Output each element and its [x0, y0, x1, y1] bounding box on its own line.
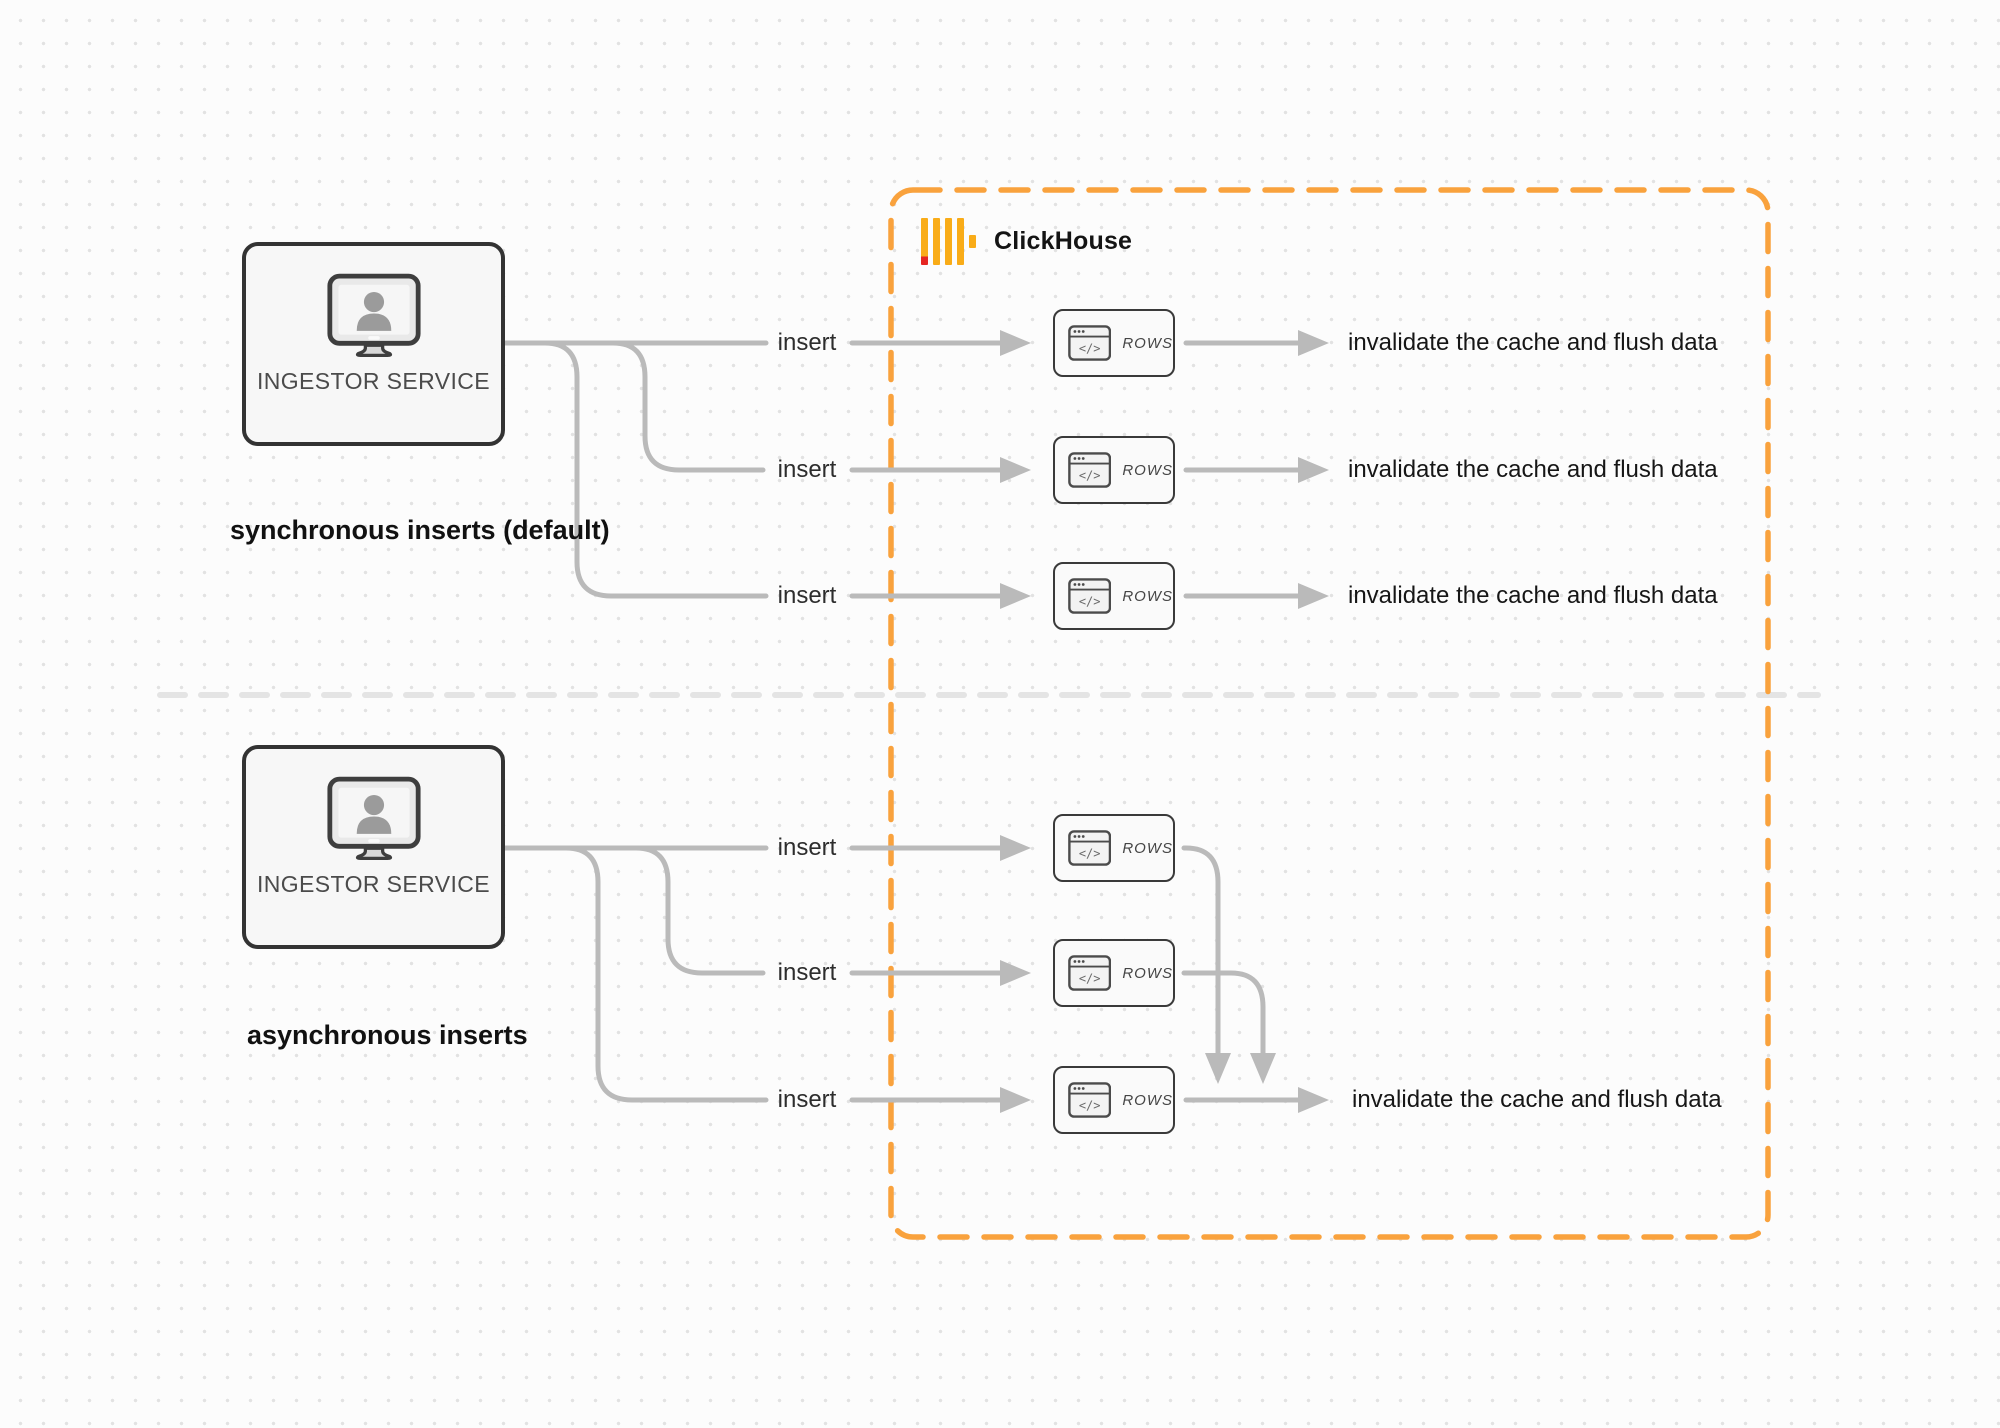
rows-card-label: ROWS — [1122, 839, 1173, 857]
insert-label: insert — [777, 1086, 837, 1113]
monitor-user-icon — [326, 776, 421, 860]
svg-text:</>: </> — [1079, 595, 1101, 609]
monitor-user-icon — [326, 273, 421, 357]
service-label-sync: INGESTOR SERVICE — [256, 368, 491, 394]
svg-text:</>: </> — [1079, 1099, 1101, 1113]
ingestor-service-box-sync: INGESTOR SERVICE — [242, 242, 505, 446]
svg-text:</>: </> — [1079, 847, 1101, 861]
insert-label: insert — [777, 582, 837, 609]
insert-label: insert — [777, 834, 837, 861]
rows-card: </> ROWS — [1053, 436, 1178, 507]
code-window-icon: </> — [1068, 955, 1112, 991]
rows-card: </> ROWS — [1053, 562, 1178, 633]
async-merge-arrow-1 — [1181, 845, 1231, 1084]
insert-label: insert — [777, 329, 837, 356]
result-label: invalidate the cache and flush data — [1352, 1086, 1722, 1113]
insert-label: insert — [777, 959, 837, 986]
rows-card: </> ROWS — [1053, 1066, 1178, 1137]
rows-card-label: ROWS — [1122, 964, 1173, 982]
result-label: invalidate the cache and flush data — [1348, 456, 1718, 483]
sync-branch-3 — [502, 340, 769, 599]
rows-card-label: ROWS — [1122, 587, 1173, 605]
section-caption-sync: synchronous inserts (default) — [230, 515, 610, 545]
clickhouse-boundary — [888, 187, 1771, 1240]
code-window-icon: </> — [1068, 325, 1112, 361]
svg-text:</>: </> — [1079, 972, 1101, 986]
clickhouse-label: ClickHouse — [994, 227, 1133, 255]
svg-text:</>: </> — [1079, 342, 1101, 356]
result-label: invalidate the cache and flush data — [1348, 582, 1718, 609]
service-label-async: INGESTOR SERVICE — [256, 871, 491, 897]
svg-text:</>: </> — [1079, 469, 1101, 483]
async-wires — [502, 835, 1329, 1113]
code-window-icon: </> — [1068, 578, 1112, 614]
sync-branch-2 — [502, 340, 766, 473]
section-caption-async: asynchronous inserts — [247, 1020, 528, 1050]
code-window-icon: </> — [1068, 452, 1112, 488]
ingestor-service-box-async: INGESTOR SERVICE — [242, 745, 505, 949]
async-merge-arrow-2 — [1181, 970, 1276, 1084]
code-window-icon: </> — [1068, 830, 1112, 866]
rows-card: </> ROWS — [1053, 309, 1178, 380]
rows-card-label: ROWS — [1122, 334, 1173, 352]
rows-card: </> ROWS — [1053, 939, 1178, 1010]
rows-card: </> ROWS — [1053, 814, 1178, 885]
sync-wires — [502, 330, 1329, 609]
rows-card-label: ROWS — [1122, 461, 1173, 479]
code-window-icon: </> — [1068, 1082, 1112, 1118]
async-branch-3 — [502, 845, 769, 1103]
clickhouse-bars-icon — [921, 218, 976, 265]
clickhouse-logo: ClickHouse — [921, 218, 1132, 265]
async-branch-2 — [502, 845, 766, 976]
rows-card-label: ROWS — [1122, 1091, 1173, 1109]
insert-label: insert — [777, 456, 837, 483]
result-label: invalidate the cache and flush data — [1348, 329, 1718, 356]
